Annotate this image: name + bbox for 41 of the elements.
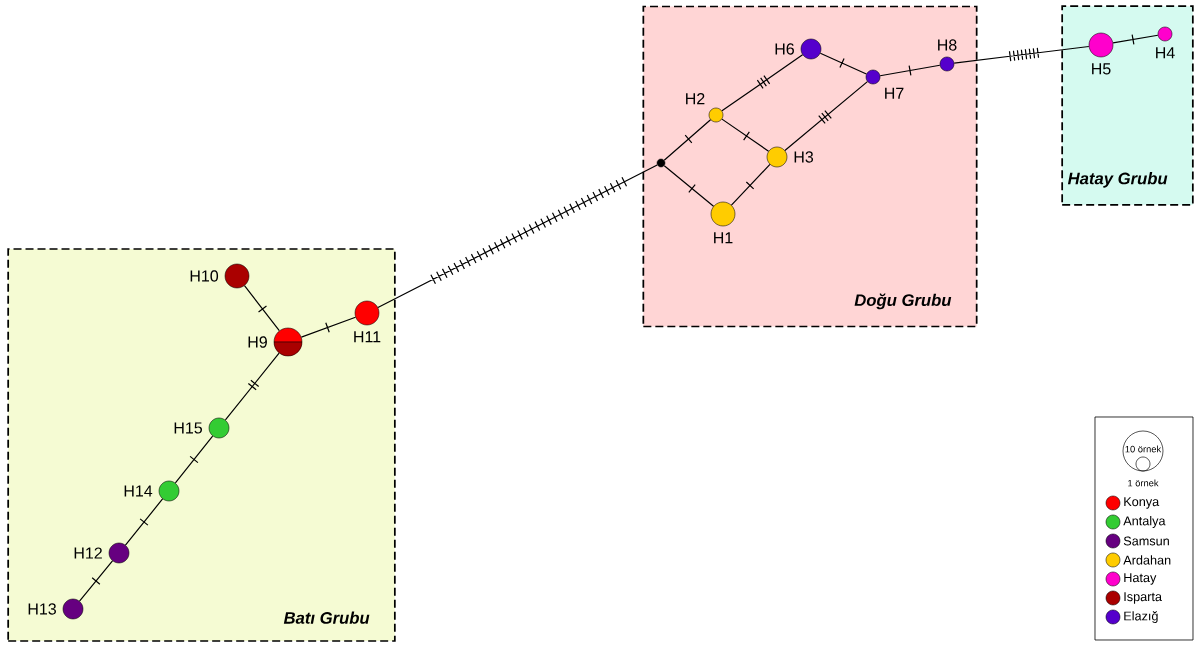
haplotype-link <box>784 81 868 152</box>
haplotype-link <box>721 54 804 112</box>
legend-text: Konya <box>1124 497 1160 509</box>
haplotype-link <box>1112 33 1159 46</box>
node-label: H2 <box>686 93 705 105</box>
node-label: H13 <box>28 603 56 615</box>
legend-text: Isparta <box>1124 592 1162 604</box>
node-label: H1 <box>714 232 733 244</box>
node-label: H3 <box>794 151 814 163</box>
node-label: H12 <box>74 547 102 559</box>
haplotype-link <box>819 52 867 75</box>
legend-text: Hatay <box>1124 573 1157 585</box>
haplotype-link <box>224 352 280 421</box>
legend-text: Ardahan <box>1123 555 1171 565</box>
node-label: H7 <box>885 87 904 99</box>
haplotype-link <box>953 45 1090 64</box>
node-label: H6 <box>775 43 794 55</box>
node-label: H11 <box>354 331 381 343</box>
legend-text: 10 örnek <box>1125 445 1162 453</box>
node-label: H14 <box>124 485 153 497</box>
haplotype-link <box>663 165 715 207</box>
haplotype-link <box>124 498 164 546</box>
legend-text: Elazığ <box>1124 611 1158 623</box>
legend-text: Samsun <box>1123 536 1169 546</box>
haplotype-link <box>377 164 658 309</box>
node-label: H10 <box>190 270 219 282</box>
haplotype-link <box>243 285 280 332</box>
haplotype-link <box>78 560 114 602</box>
haplotype-link <box>879 64 941 77</box>
node-label: H5 <box>1092 63 1111 75</box>
legend-text: Antalya <box>1123 516 1166 528</box>
node-label: H8 <box>938 39 957 51</box>
haplotype-link <box>721 118 770 152</box>
haplotype-link <box>663 119 712 161</box>
legend-text: 1 örnek <box>1128 479 1159 487</box>
node-label: H4 <box>1156 47 1175 59</box>
haplotype-link <box>300 316 357 338</box>
node-label: H9 <box>248 336 267 348</box>
haplotype-link <box>174 435 214 484</box>
node-label: H15 <box>174 422 203 434</box>
haplotype-link <box>730 163 771 206</box>
